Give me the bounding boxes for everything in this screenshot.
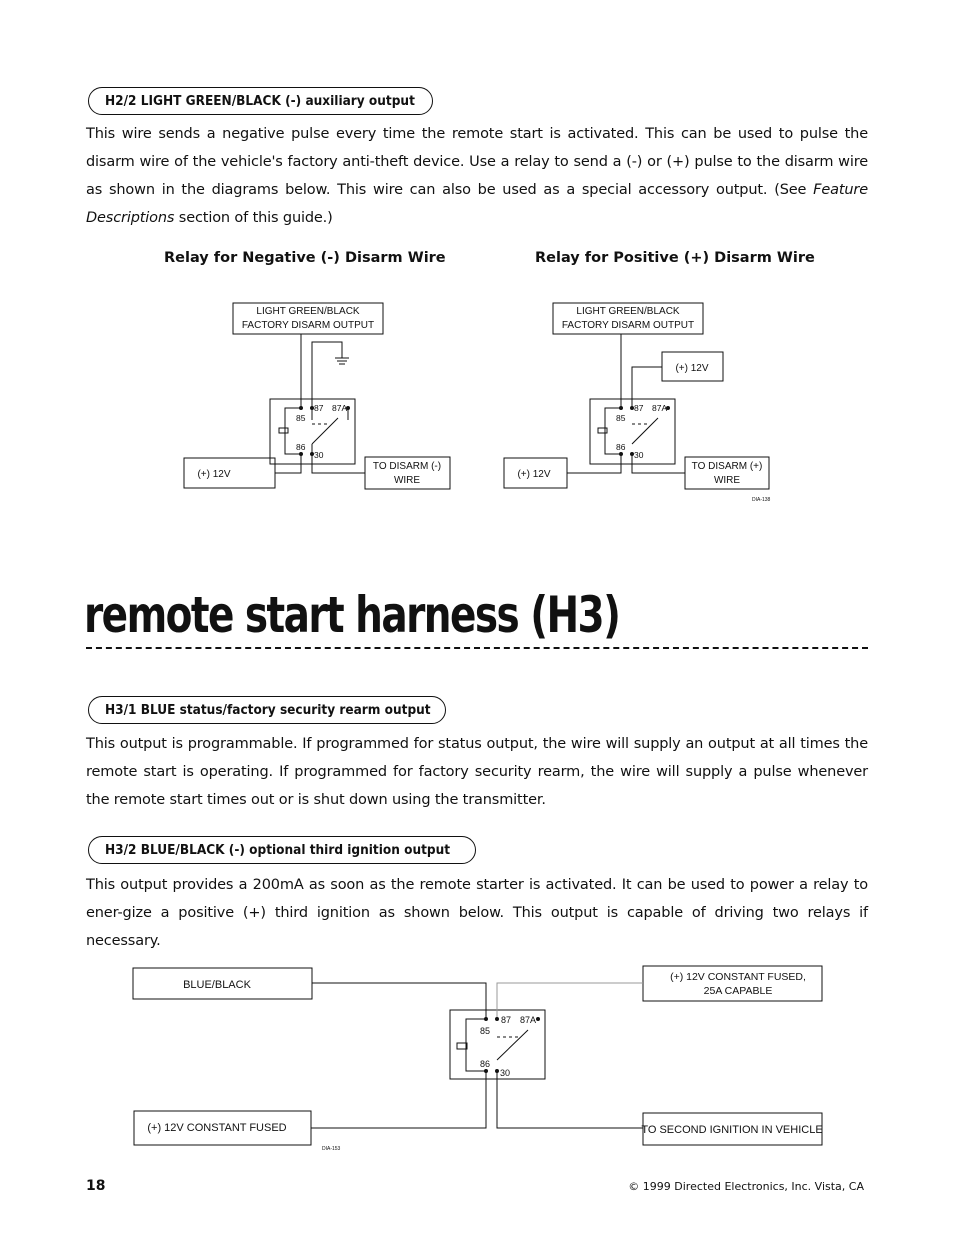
- pin-87: 87: [314, 403, 324, 413]
- diagram-code: DIA-153: [322, 1146, 341, 1152]
- pin-86: 86: [616, 442, 626, 452]
- source-box: [232, 302, 384, 335]
- power-label: (+) 12V CONSTANT FUSED: [147, 1122, 286, 1134]
- diagram-negative-disarm: [183, 302, 451, 490]
- pin-87a: 87A: [520, 1015, 536, 1025]
- power-label: (+) 12V: [197, 469, 230, 480]
- section-title: remote start harness (H3): [84, 586, 621, 644]
- pin-87a: 87A: [652, 403, 667, 413]
- power-label: (+) 12V: [517, 469, 550, 480]
- h3-1-description: This output is programmable. If programm…: [86, 736, 868, 808]
- section-label-h2-2: H2/2 LIGHT GREEN/BLACK (-) auxiliary out…: [88, 87, 433, 115]
- input-label: BLUE/BLACK: [183, 979, 252, 991]
- pin-85: 85: [480, 1026, 490, 1036]
- title-dashed-rule: [86, 647, 868, 649]
- source-label-line1: LIGHT GREEN/BLACK: [576, 306, 680, 317]
- power-top-label: (+) 12V: [675, 363, 708, 374]
- pin-87: 87: [501, 1015, 511, 1025]
- output-label: TO SECOND IGNITION IN VEHICLE: [641, 1124, 822, 1136]
- supply-label-line1: (+) 12V CONSTANT FUSED,: [670, 971, 806, 983]
- source-label-line1: LIGHT GREEN/BLACK: [256, 306, 360, 317]
- output-label-line1: TO DISARM (+): [692, 461, 763, 472]
- caption-positive-relay: Relay for Positive (+) Disarm Wire: [535, 250, 815, 266]
- diagram-positive-disarm: [503, 302, 770, 490]
- pin-86: 86: [480, 1059, 490, 1069]
- pin-85: 85: [296, 413, 306, 423]
- section-label-text: H3/2 BLUE/BLACK (-) optional third ignit…: [105, 842, 451, 858]
- output-label-line2: WIRE: [714, 475, 740, 486]
- output-label-line1: TO DISARM (-): [373, 461, 441, 472]
- pin-30: 30: [314, 450, 324, 460]
- feature-descriptions-ref: Feature Descriptions: [86, 182, 868, 226]
- diagram-third-ignition: [132, 965, 823, 1146]
- source-label-line2: FACTORY DISARM OUTPUT: [242, 320, 374, 331]
- pin-86: 86: [296, 442, 306, 452]
- source-box: [552, 302, 704, 335]
- section-label-h3-2: H3/2 BLUE/BLACK (-) optional third ignit…: [88, 836, 476, 864]
- section-label-h3-1: H3/1 BLUE status/factory security rearm …: [88, 696, 446, 724]
- supply-label-line2: 25A CAPABLE: [704, 985, 773, 997]
- output-label-line2: WIRE: [394, 475, 420, 486]
- section-label-text: H3/1 BLUE status/factory security rearm …: [105, 702, 431, 718]
- section-label-text: H2/2 LIGHT GREEN/BLACK (-) auxiliary out…: [105, 93, 415, 109]
- pin-87a: 87A: [332, 403, 347, 413]
- copyright: © 1999 Directed Electronics, Inc. Vista,…: [628, 1180, 864, 1193]
- caption-negative-relay: Relay for Negative (-) Disarm Wire: [164, 250, 446, 266]
- pin-87: 87: [634, 403, 644, 413]
- pin-30: 30: [634, 450, 644, 460]
- diagram-code: DIA-138: [752, 497, 771, 503]
- output-box: [642, 1112, 823, 1146]
- source-label-line2: FACTORY DISARM OUTPUT: [562, 320, 694, 331]
- h3-2-description: This output provides a 200mA as soon as …: [86, 877, 868, 949]
- pin-85: 85: [616, 413, 626, 423]
- h2-2-description: This wire sends a negative pulse every t…: [86, 126, 868, 226]
- page-number: 18: [86, 1178, 106, 1194]
- pin-30: 30: [500, 1068, 510, 1078]
